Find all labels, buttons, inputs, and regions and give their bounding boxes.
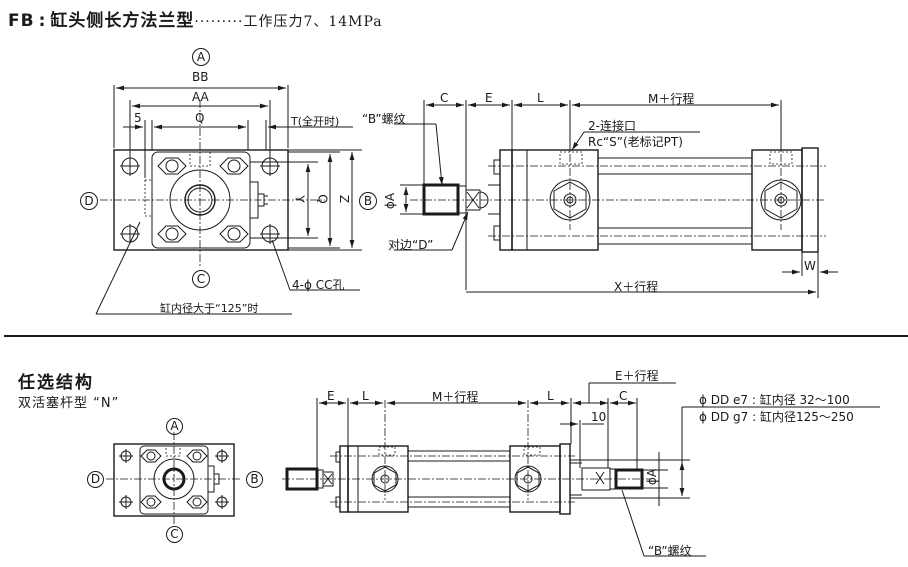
dim-q-vertical: Q — [315, 194, 330, 204]
callout-dd-e7: ϕ DD e7 : 缸内径 32～100 — [699, 393, 850, 407]
view-marker-d: D — [80, 192, 98, 210]
dim-phi-a: ϕA — [383, 192, 398, 210]
option-dim-e: E — [327, 389, 335, 403]
side-view-option — [282, 382, 880, 557]
rod-thread — [422, 183, 460, 216]
callout-across-flats: 对边“D” — [388, 238, 434, 252]
view-marker-a: A — [192, 48, 210, 66]
option-dim-c: C — [619, 389, 628, 403]
option-section-title: 任选结构 — [18, 373, 94, 393]
callout-bore-note: 缸内径大于“125”时 — [160, 302, 259, 315]
option-view-marker-d: D — [87, 471, 104, 488]
view-marker-c: C — [192, 270, 210, 288]
callout-mounting-holes: 4-ϕ CC孔 — [292, 278, 345, 292]
option-view-marker-c: C — [166, 526, 183, 543]
dim-t-full-open: T(全开时) — [291, 115, 340, 128]
pressure-note: 工作压力7、14MPa — [243, 14, 383, 30]
title-separator: : — [38, 11, 47, 31]
option-dim-l-left: L — [362, 389, 369, 403]
option-dim-ten: 10 — [591, 410, 607, 424]
option-dim-l-right: L — [547, 389, 554, 403]
page-title: FB:缸头侧长方法兰型·········工作压力7、14MPa — [8, 6, 383, 31]
option-section-subtitle: 双活塞杆型 “N” — [18, 396, 120, 411]
dim-w: W — [804, 259, 816, 273]
mounting-holes — [120, 156, 280, 244]
option-view-marker-b: B — [246, 471, 263, 488]
option-dim-e-stroke: E＋行程 — [615, 369, 659, 383]
callout-port-thread: Rc“S”(老标记PT) — [588, 135, 683, 149]
front-view-option — [106, 432, 242, 524]
dim-m-stroke: M＋行程 — [648, 92, 695, 106]
dim-y: Y — [292, 195, 307, 203]
callout-port-count: 2-连接口 — [588, 119, 636, 133]
view-marker-b: B — [359, 192, 377, 210]
dim-l: L — [537, 91, 544, 105]
hex-nuts — [157, 157, 249, 243]
model-title: 缸头侧长方法兰型 — [50, 11, 195, 31]
option-view-marker-a: A — [166, 418, 183, 435]
callout-b-thread: “B”螺纹 — [362, 112, 406, 126]
dim-z: Z — [337, 194, 352, 204]
option-callout-b-thread: “B”螺纹 — [648, 544, 692, 558]
dim-five: 5 — [134, 111, 142, 125]
dim-q-horizontal: Q — [195, 111, 205, 125]
front-view-top — [95, 85, 362, 315]
option-dim-phi-a: ϕA — [645, 468, 660, 486]
callout-dd-g7: ϕ DD g7 : 缸内径125～250 — [699, 410, 854, 424]
dim-e: E — [485, 91, 493, 105]
model-code: FB — [8, 11, 35, 31]
dim-x-stroke: X＋行程 — [614, 280, 659, 294]
dim-c: C — [440, 91, 449, 105]
section-divider — [4, 335, 908, 337]
title-dots: ········· — [194, 14, 244, 30]
dim-bb: BB — [192, 70, 209, 84]
dim-aa: AA — [192, 90, 209, 104]
side-view-top — [394, 100, 838, 298]
option-dim-m-stroke: M＋行程 — [432, 390, 479, 404]
